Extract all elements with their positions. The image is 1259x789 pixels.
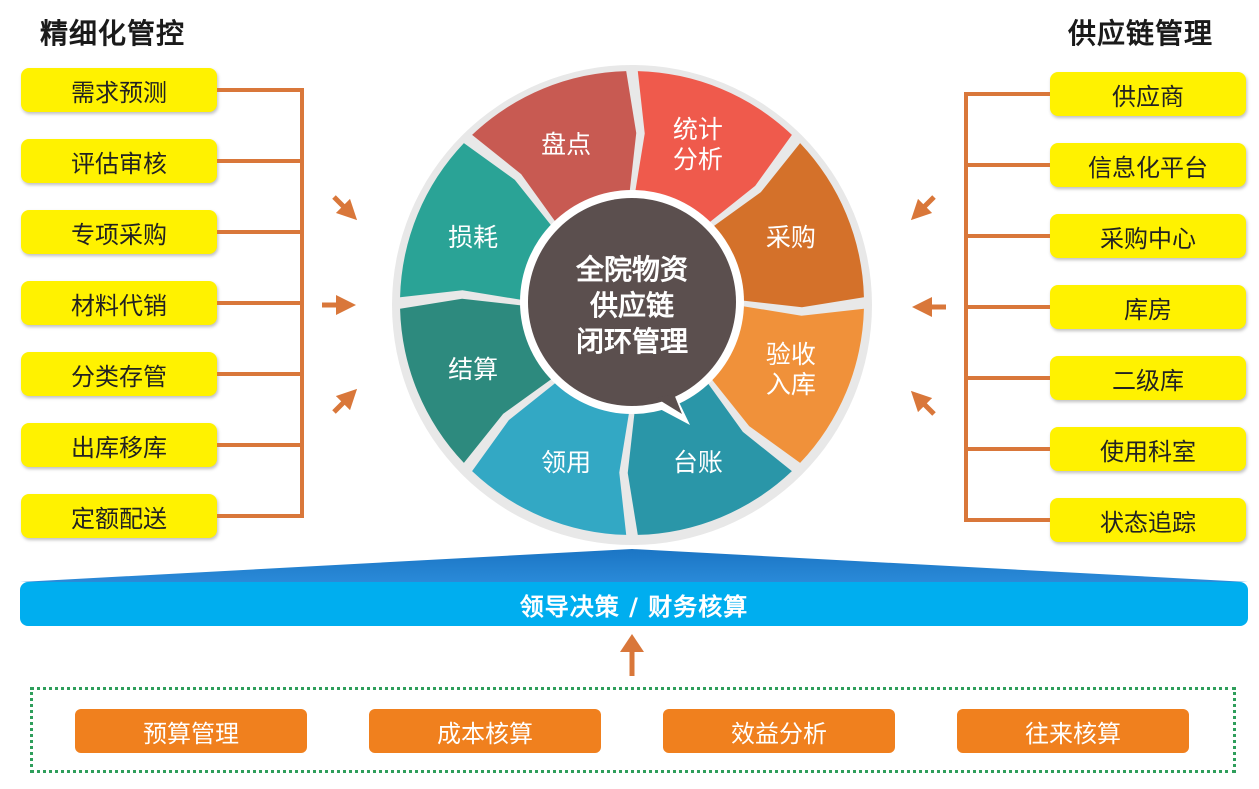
- right-item-1: 供应商: [1050, 72, 1246, 116]
- wheel-segments: [400, 71, 864, 535]
- right-item-3: 采购中心: [1050, 214, 1246, 258]
- wheel-segment-1: [634, 71, 792, 225]
- bottom-item-3: 效益分析: [663, 709, 895, 753]
- wheel-segment-5: [472, 381, 630, 535]
- wheel-label-6-1: 结算: [448, 355, 498, 384]
- right-item-6: 使用科室: [1050, 427, 1246, 471]
- left-bracket: [217, 88, 304, 518]
- right-item-5: 二级库: [1050, 356, 1246, 400]
- bottom-item-2: 成本核算: [369, 709, 601, 753]
- left-item-1: 需求预测: [21, 68, 217, 112]
- up-arrow: [620, 634, 644, 676]
- center-line-3: 闭环管理: [576, 325, 688, 358]
- wheel-label-7-1: 损耗: [448, 223, 498, 252]
- left-item-5: 分类存管: [21, 352, 217, 396]
- left-title: 精细化管控: [40, 17, 186, 50]
- bottom-dotted-frame: [30, 687, 1236, 773]
- wheel-segment-6: [400, 298, 554, 463]
- wheel-label-4-1: 台账: [673, 448, 723, 477]
- center-line-2: 供应链: [589, 289, 674, 322]
- left-item-6: 出库移库: [21, 423, 217, 467]
- right-title: 供应链管理: [1068, 17, 1214, 50]
- right-item-4: 库房: [1050, 285, 1246, 329]
- wheel-segment-8: [472, 71, 637, 225]
- bottom-item-1: 预算管理: [75, 709, 307, 753]
- wheel-label-1-1: 统计: [673, 115, 723, 144]
- wheel-segment-4: [627, 381, 792, 535]
- left-item-4: 材料代销: [21, 281, 217, 325]
- wheel-label-3-1: 验收: [766, 340, 816, 369]
- wheel-label-3-2: 入库: [766, 370, 816, 399]
- right-item-7: 状态追踪: [1050, 498, 1246, 542]
- wheel-label-5-1: 领用: [541, 448, 591, 477]
- left-arrows: [322, 195, 358, 414]
- center-line-1: 全院物资: [575, 253, 688, 286]
- bar-roof: [20, 549, 1248, 582]
- wheel-label-2-1: 采购: [766, 223, 816, 252]
- wheel-label-8-1: 盘点: [541, 130, 591, 159]
- bottom-item-4: 往来核算: [957, 709, 1189, 753]
- wheel-label-1-2: 分析: [673, 145, 723, 174]
- decision-bar: 领导决策 / 财务核算: [20, 582, 1248, 626]
- right-item-2: 信息化平台: [1050, 143, 1246, 187]
- wheel-segment-3: [710, 305, 864, 463]
- wheel-segment-2: [710, 143, 864, 308]
- center-bubble: [520, 190, 744, 425]
- right-bracket: [964, 92, 1050, 522]
- left-item-2: 评估审核: [21, 139, 217, 183]
- left-item-3: 专项采购: [21, 210, 217, 254]
- right-arrows: [910, 195, 946, 416]
- wheel-segment-7: [400, 143, 554, 301]
- left-item-7: 定额配送: [21, 494, 217, 538]
